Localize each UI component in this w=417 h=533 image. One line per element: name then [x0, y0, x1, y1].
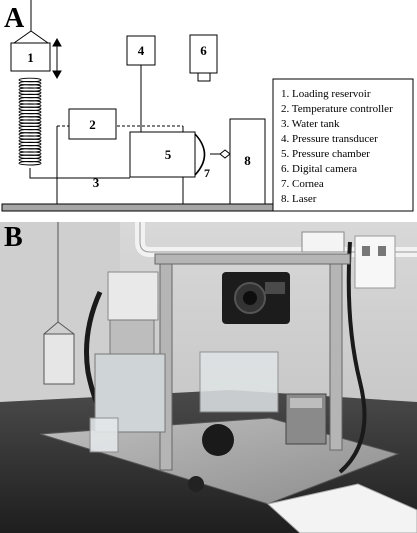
laser-label: 8 — [244, 153, 251, 168]
reservoir-hanger — [13, 0, 49, 44]
panel-a-letter: A — [4, 3, 25, 34]
digital-camera-label: 6 — [200, 43, 207, 58]
height-adjust-arrow — [52, 37, 62, 80]
pressure-chamber-label: 5 — [165, 147, 172, 162]
coiled-tubing — [18, 77, 42, 166]
digital-camera-box — [189, 34, 218, 74]
cornea-shape — [194, 133, 206, 176]
temperature-controller-label: 2 — [89, 117, 96, 132]
loading-reservoir-box — [10, 42, 51, 72]
pressure-transducer-box — [126, 35, 156, 66]
legend-item: 6. Digital camera — [281, 163, 357, 175]
legend-items: 1. Loading reservoir 2. Temperature cont… — [281, 88, 393, 205]
hanging-reservoir — [43, 333, 75, 385]
motor-component — [202, 424, 234, 456]
wall-socket-right — [354, 235, 396, 289]
panel-b-letter: B — [4, 222, 23, 253]
pressure-transducer-label: 4 — [138, 43, 145, 58]
laser-housing-photo — [285, 393, 327, 445]
coil-loop — [18, 160, 42, 166]
wall-socket — [301, 231, 345, 253]
legend-box — [272, 78, 414, 212]
legend-item: 8. Laser — [281, 193, 317, 205]
panel-b-photograph: B — [0, 222, 417, 533]
beaker — [89, 417, 119, 453]
legend-item: 4. Pressure transducer — [281, 133, 378, 145]
pressure-chamber-box — [129, 131, 196, 178]
temperature-controller-box — [68, 108, 117, 140]
base-plate — [1, 203, 275, 212]
legend-item: 5. Pressure chamber — [281, 148, 370, 160]
legend-item: 3. Water tank — [281, 118, 340, 130]
paper-sheets — [266, 483, 417, 533]
cornea-label: 7 — [204, 166, 210, 180]
legend-item: 2. Temperature controller — [281, 103, 393, 115]
digital-camera-photo — [222, 272, 290, 324]
camera-lens — [197, 72, 211, 82]
loading-reservoir-label: 1 — [27, 50, 34, 65]
laser-box — [229, 118, 266, 206]
legend-item: 7. Cornea — [281, 178, 324, 190]
legend-item: 1. Loading reservoir — [281, 88, 371, 100]
panel-a-schematic: A 1 3 2 4 5 7 6 8 — [1, 0, 414, 212]
water-tank-label: 3 — [93, 175, 100, 190]
tubing-line — [29, 168, 130, 179]
